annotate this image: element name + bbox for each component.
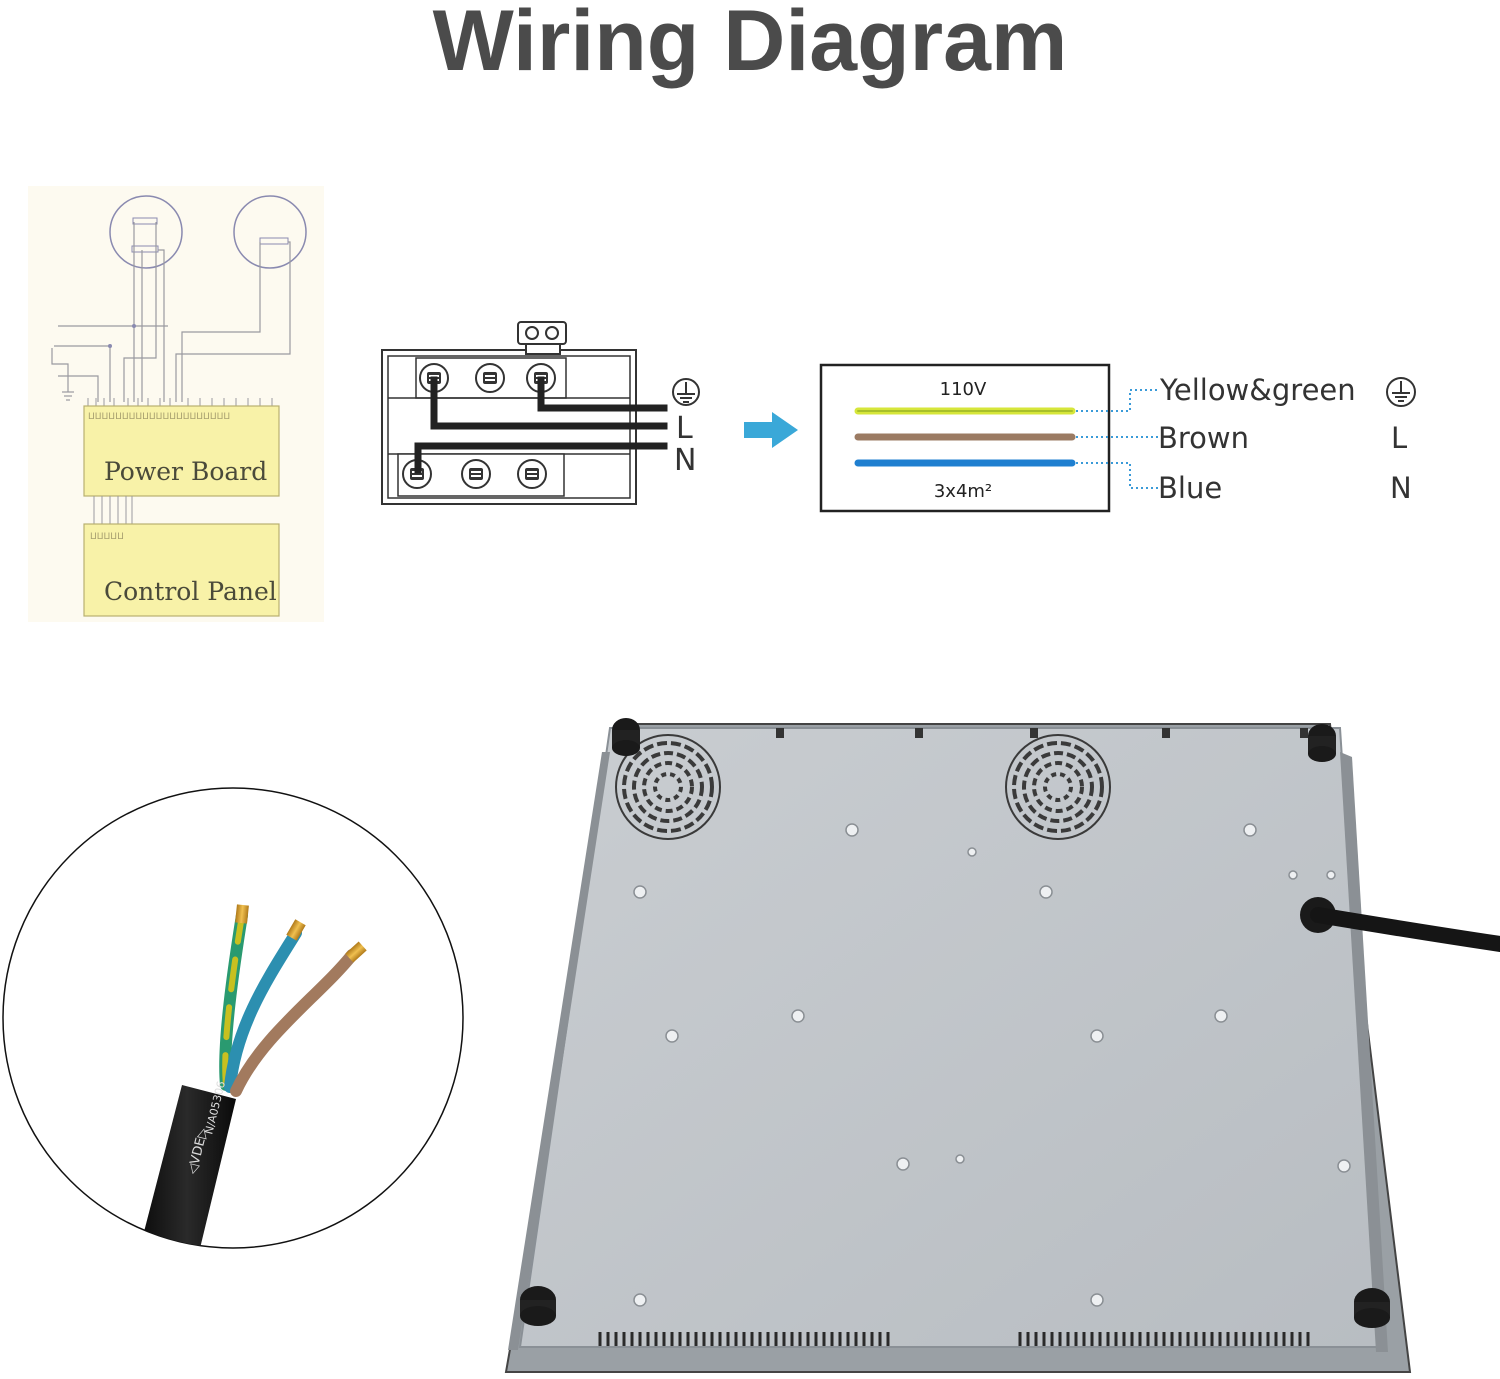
power-board-label: Power Board (104, 457, 267, 486)
circuit-schematic: ⵡⵡⵡⵡⵡⵡⵡⵡⵡⵡⵡⵡⵡⵡⵡⵡⵡⵡⵡⵡⵡ Power Board ⵡⵡⵡⵡⵡ … (28, 186, 324, 622)
bottom-vent-slots (598, 1332, 1310, 1346)
power-board (83, 405, 280, 497)
svg-text:ⵡⵡⵡⵡⵡ: ⵡⵡⵡⵡⵡ (90, 532, 124, 542)
cable-closeup-photo: ◁VDE▷ N/A05306 (2, 787, 464, 1249)
earth-ground-icon (1386, 377, 1416, 407)
wire-label-yellow-green: Yellow&green (1159, 373, 1356, 407)
control-panel (83, 523, 280, 617)
page-title: Wiring Diagram (432, 0, 1068, 89)
control-panel-label: Control Panel (104, 577, 277, 606)
wire-label-blue: Blue (1158, 471, 1222, 505)
cooling-fan-vent-left (615, 734, 721, 840)
cooktop-underside-photo (504, 718, 1500, 1373)
terminal-label-l: L (676, 411, 693, 446)
wire-label-brown: Brown (1158, 421, 1249, 455)
cooking-zone-coil-1 (109, 195, 183, 269)
cooling-fan-vent-right (1005, 734, 1111, 840)
terminal-label-n: N (674, 443, 696, 478)
screws (633, 823, 1351, 1307)
cable-spec-label: 3x4m² (934, 481, 992, 502)
terminal-n-label: N (1390, 471, 1412, 505)
terminal-l-label: L (1391, 421, 1407, 455)
metal-base-plate (518, 727, 1382, 1348)
voltage-label: 110V (940, 379, 987, 400)
terminal-block-diagram: L N (381, 321, 700, 505)
rubber-feet (520, 718, 1390, 1328)
svg-text:ⵡⵡⵡⵡⵡⵡⵡⵡⵡⵡⵡⵡⵡⵡⵡⵡⵡⵡⵡⵡⵡ: ⵡⵡⵡⵡⵡⵡⵡⵡⵡⵡⵡⵡⵡⵡⵡⵡⵡⵡⵡⵡⵡ (88, 412, 230, 422)
power-cord (1300, 897, 1500, 952)
cooking-zone-coil-2 (233, 195, 307, 269)
cable-connection-diagram: 110V 3x4m² Yellow&green Brown Blue L N (819, 363, 1416, 513)
right-arrow-icon (744, 412, 798, 448)
